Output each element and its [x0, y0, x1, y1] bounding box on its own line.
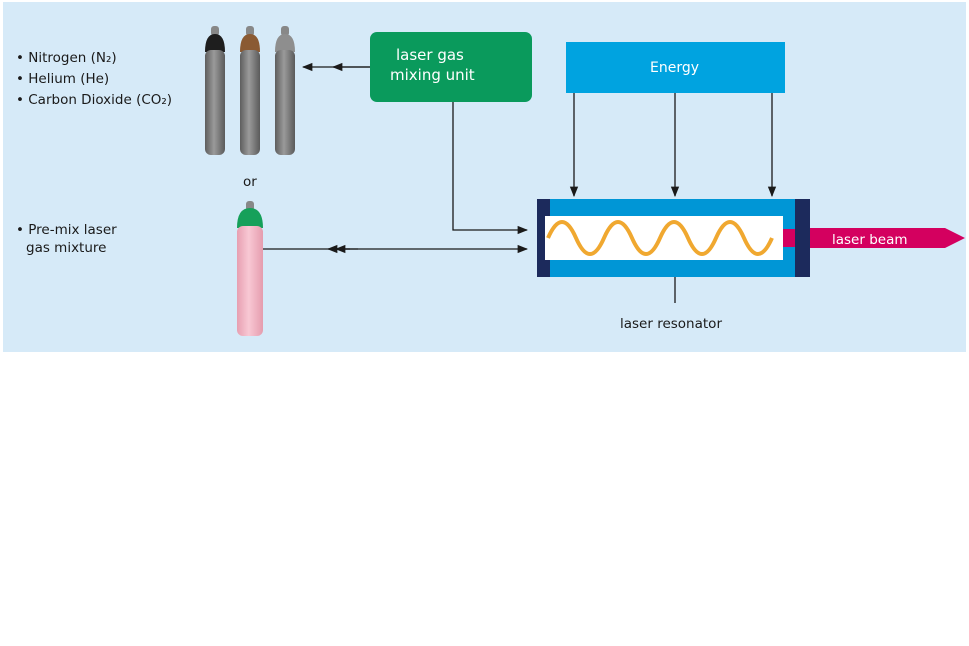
mixing-unit-label-line1: laser gas	[396, 46, 464, 64]
gas-cylinder-nitrogen	[205, 26, 225, 155]
gas-helium-label: • Helium (He)	[16, 71, 109, 87]
premix-label-line2: gas mixture	[26, 240, 106, 256]
or-label: or	[243, 174, 257, 190]
arrow-mixing-to-resonator	[452, 102, 529, 235]
gas-cylinder-premix	[237, 201, 263, 336]
gas-co2-label: • Carbon Dioxide (CO₂)	[16, 92, 172, 108]
laser-wave	[546, 220, 774, 256]
energy-label: Energy	[650, 60, 699, 76]
laser-beam-label: laser beam	[832, 232, 908, 248]
laser-resonator	[537, 199, 810, 277]
mixing-unit-label-line2: mixing unit	[390, 66, 475, 84]
laser-resonator-label: laser resonator	[620, 316, 722, 332]
energy-box	[566, 42, 785, 93]
gas-nitrogen-label: • Nitrogen (N₂)	[16, 50, 117, 66]
premix-label-line1: • Pre-mix laser	[16, 222, 117, 238]
gas-cylinder-co2	[275, 26, 295, 155]
laser-beam-arrow	[810, 228, 965, 248]
laser-gas-mixing-unit-box	[370, 32, 532, 102]
gas-cylinder-helium	[240, 26, 260, 155]
